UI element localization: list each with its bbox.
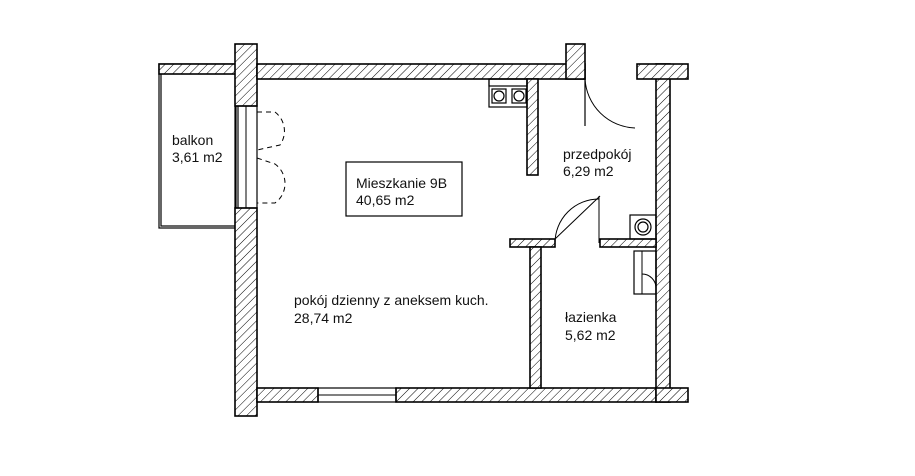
apartment-area: 40,65 m2 bbox=[356, 192, 415, 208]
wall-bottom-stub bbox=[655, 387, 689, 403]
room-name-lazienka: łazienka bbox=[565, 309, 617, 325]
room-area-przedpokoj: 6,29 m2 bbox=[563, 163, 614, 179]
wall-mid-right bbox=[599, 238, 657, 248]
wall-bathroom-left bbox=[529, 246, 542, 389]
wall-right-top bbox=[636, 63, 689, 80]
apartment-name: Mieszkanie 9B bbox=[356, 175, 447, 191]
room-area-balkon: 3,61 m2 bbox=[172, 149, 223, 165]
wall-top-stub bbox=[565, 43, 586, 80]
room-name-przedpokoj: przedpokój bbox=[563, 146, 632, 162]
apartment-info-box bbox=[345, 161, 463, 217]
wall-right bbox=[655, 63, 671, 403]
boiler-fixture bbox=[629, 214, 657, 240]
stove-fixture bbox=[488, 78, 528, 108]
wall-bottom-right bbox=[395, 387, 657, 403]
balcony bbox=[158, 63, 239, 229]
room-name-pokoj: pokój dzienny z aneksem kuch. bbox=[294, 292, 489, 308]
bathroom-door bbox=[554, 195, 601, 244]
wall-top bbox=[256, 63, 586, 80]
exterior-walls bbox=[234, 43, 689, 417]
room-name-balkon: balkon bbox=[172, 132, 213, 148]
room-area-lazienka: 5,62 m2 bbox=[565, 327, 616, 343]
wall-left-upper bbox=[234, 43, 258, 107]
wall-bottom-left bbox=[256, 387, 319, 403]
interior-walls bbox=[509, 78, 657, 389]
balcony-doors bbox=[256, 111, 286, 204]
wall-mid-left bbox=[509, 238, 556, 248]
wall-kitchen-partition bbox=[526, 78, 539, 176]
entrance-door bbox=[584, 78, 636, 129]
bathroom-shaft bbox=[633, 250, 657, 295]
room-area-pokoj: 28,74 m2 bbox=[294, 310, 353, 326]
wall-left-lower bbox=[234, 207, 258, 417]
